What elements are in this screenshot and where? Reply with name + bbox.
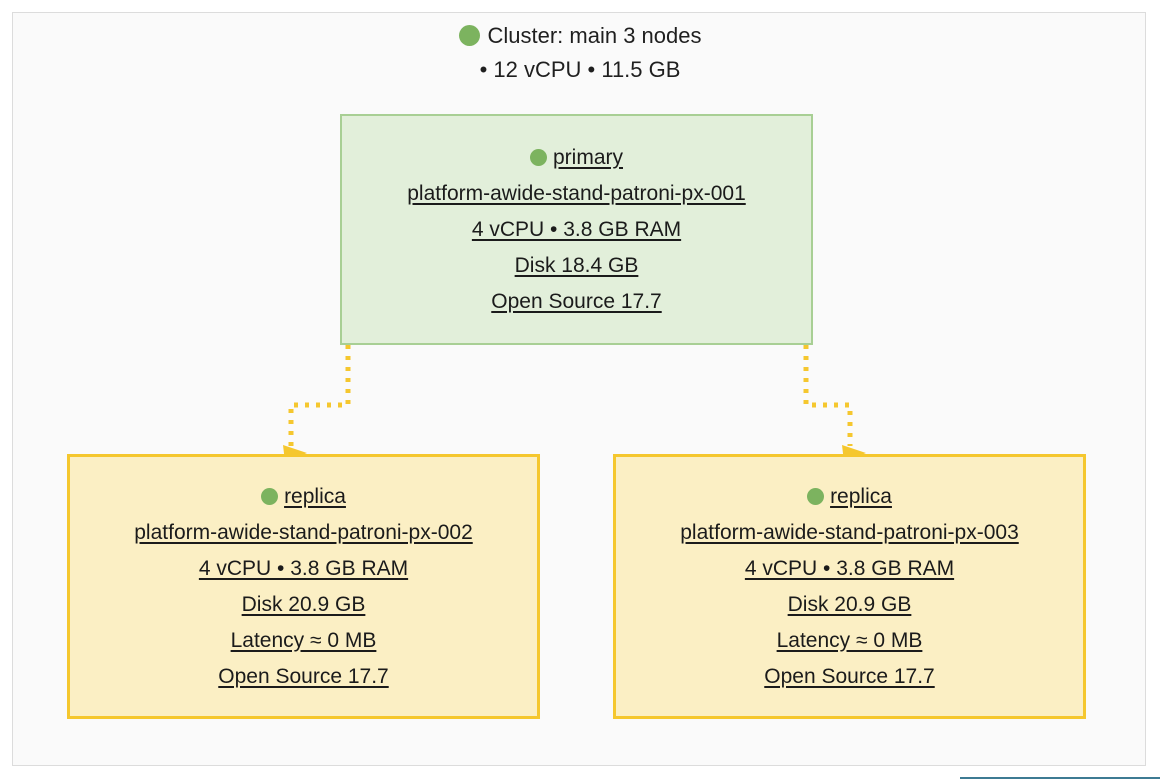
status-dot-green-icon: [458, 25, 480, 46]
edge-primary-to-replica-right: [803, 345, 853, 446]
edge-primary-to-replica-left: [288, 345, 351, 446]
status-dot-green-icon: [261, 487, 279, 505]
node-primary-hostname[interactable]: platform-awide-stand-patroni-px-001: [407, 181, 746, 205]
node-replica-left-disk[interactable]: Disk 20.9 GB: [241, 592, 366, 616]
node-primary-resources[interactable]: 4 vCPU • 3.8 GB RAM: [471, 217, 682, 241]
topology-panel: Cluster: main 3 nodes • 12 vCPU • 11.5 G…: [12, 12, 1146, 766]
cluster-title-row: Cluster: main 3 nodes: [13, 19, 1147, 53]
node-primary-disk[interactable]: Disk 18.4 GB: [514, 253, 639, 277]
cluster-header: Cluster: main 3 nodes • 12 vCPU • 11.5 G…: [13, 19, 1147, 87]
node-replica-right-disk[interactable]: Disk 20.9 GB: [787, 592, 912, 616]
node-replica-left-role-row[interactable]: replica: [261, 479, 346, 515]
node-replica-left-hostname[interactable]: platform-awide-stand-patroni-px-002: [134, 520, 473, 544]
node-replica-left-version[interactable]: Open Source 17.7: [218, 664, 389, 688]
node-primary-role: primary: [552, 145, 623, 169]
cluster-title-text: Cluster: main 3 nodes: [487, 23, 702, 48]
node-primary-role-row[interactable]: primary: [529, 140, 623, 176]
node-replica-left-role: replica: [284, 484, 346, 508]
node-replica-right-hostname[interactable]: platform-awide-stand-patroni-px-003: [680, 520, 1019, 544]
node-replica-left[interactable]: replica platform-awide-stand-patroni-px-…: [67, 454, 540, 719]
node-replica-left-resources[interactable]: 4 vCPU • 3.8 GB RAM: [198, 556, 409, 580]
node-replica-right-role: replica: [830, 484, 892, 508]
node-replica-right-version[interactable]: Open Source 17.7: [764, 664, 935, 688]
cluster-subtitle-text: • 12 vCPU • 11.5 GB: [479, 57, 681, 82]
status-dot-green-icon: [807, 487, 825, 505]
node-replica-right-resources[interactable]: 4 vCPU • 3.8 GB RAM: [744, 556, 955, 580]
node-replica-right[interactable]: replica platform-awide-stand-patroni-px-…: [613, 454, 1086, 719]
node-primary-version[interactable]: Open Source 17.7: [491, 289, 662, 313]
bottom-partial-panel: [960, 777, 1160, 782]
node-primary[interactable]: primary platform-awide-stand-patroni-px-…: [340, 114, 813, 345]
node-replica-right-role-row[interactable]: replica: [807, 479, 892, 515]
node-replica-right-latency[interactable]: Latency ≈ 0 MB: [776, 628, 923, 652]
status-dot-green-icon: [529, 148, 547, 166]
node-replica-left-latency[interactable]: Latency ≈ 0 MB: [230, 628, 377, 652]
